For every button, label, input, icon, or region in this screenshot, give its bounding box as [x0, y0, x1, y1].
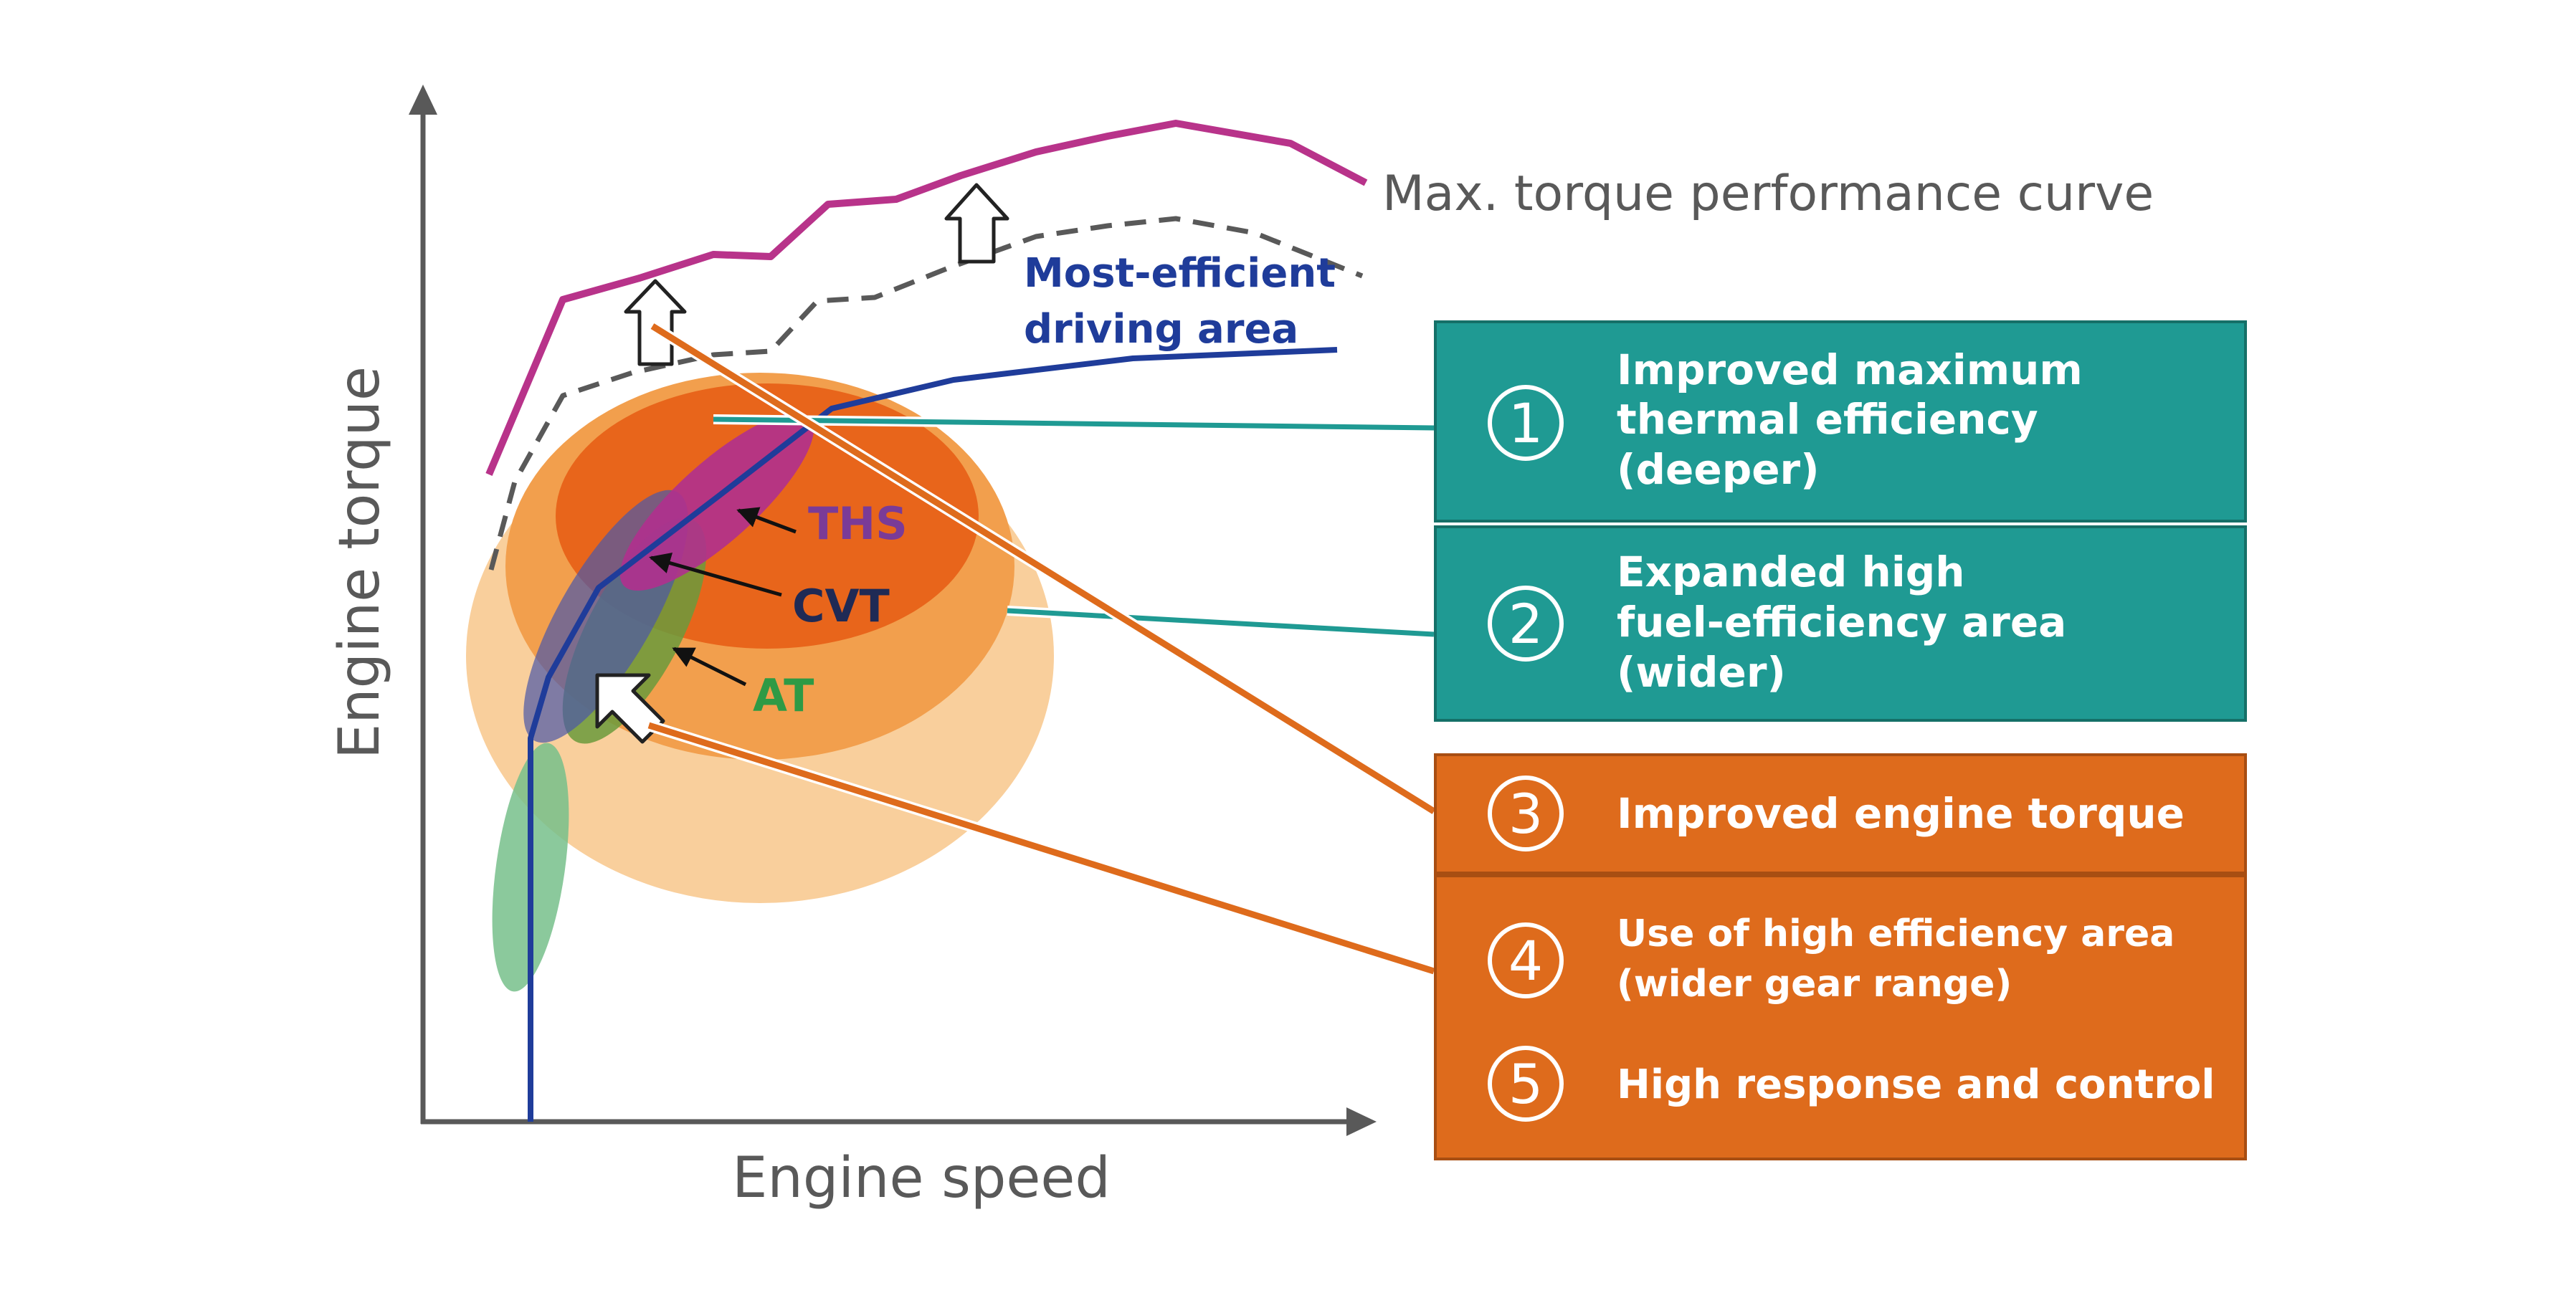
cvt-label: CVT	[792, 580, 890, 632]
at-label: AT	[753, 669, 814, 722]
max-torque-curve-label: Max. torque performance curve	[1382, 166, 2154, 222]
number-badge-4	[1488, 922, 1564, 998]
efficient-area-label-line2: driving area	[1024, 306, 1298, 353]
teal-connector-1	[713, 414, 1435, 433]
ths-label: THS	[808, 497, 908, 550]
box-4-line-1: Use of high efficiency area	[1617, 912, 2175, 955]
callout-box-4-5: 4 Use of high efficiency area (wider gea…	[1434, 874, 2247, 1160]
callout-box-3: 3 Improved engine torque	[1434, 753, 2247, 874]
number-badge-1	[1488, 385, 1564, 461]
box-5-line-1: High response and control	[1617, 1061, 2215, 1108]
box-4-line-2: (wider gear range)	[1617, 963, 2012, 1006]
number-5: 5	[1508, 1052, 1543, 1116]
box-2-line-3: (wider)	[1617, 648, 1786, 697]
x-axis-label: Engine speed	[732, 1146, 1111, 1211]
box-3-line-1: Improved engine torque	[1617, 789, 2185, 838]
number-1: 1	[1508, 391, 1543, 455]
efficient-area-label-line1: Most-efficient	[1024, 250, 1336, 297]
callout-box-2: 2 Expanded high fuel-efficiency area (wi…	[1434, 525, 2247, 722]
most-efficient-driving-line	[528, 347, 1338, 1122]
y-axis-arrowhead	[409, 85, 437, 115]
orange-connector-4	[647, 720, 1436, 977]
axes: Engine speed Engine torque	[328, 85, 1377, 1211]
number-badge-3	[1488, 776, 1564, 851]
number-2: 2	[1508, 592, 1543, 656]
teal-connector-2	[1007, 606, 1435, 639]
up-arrow-icon	[944, 183, 1009, 264]
number-badge-5	[1488, 1046, 1564, 1122]
box-1-line-2: thermal efficiency	[1617, 395, 2038, 444]
ths-pointer-arrow	[736, 507, 797, 534]
number-badge-2	[1488, 586, 1564, 662]
cvt-pointer-arrow	[649, 552, 782, 597]
orange-connector-3	[649, 321, 1437, 816]
x-axis-arrowhead	[1346, 1107, 1377, 1136]
y-axis-label: Engine torque	[328, 366, 392, 759]
improved-torque-curve	[488, 216, 1364, 571]
number-4: 4	[1508, 929, 1543, 993]
box-1-line-3: (deeper)	[1617, 445, 1820, 494]
box-1-line-1: Improved maximum	[1617, 345, 2083, 394]
number-3: 3	[1508, 782, 1543, 846]
box-2-line-1: Expanded high	[1617, 548, 1965, 596]
at-pointer-arrow	[672, 646, 747, 687]
max-torque-curve	[485, 120, 1368, 476]
callout-box-1: 1 Improved maximum thermal efficiency (d…	[1434, 320, 2247, 523]
box-2-line-2: fuel-efficiency area	[1617, 598, 2066, 646]
